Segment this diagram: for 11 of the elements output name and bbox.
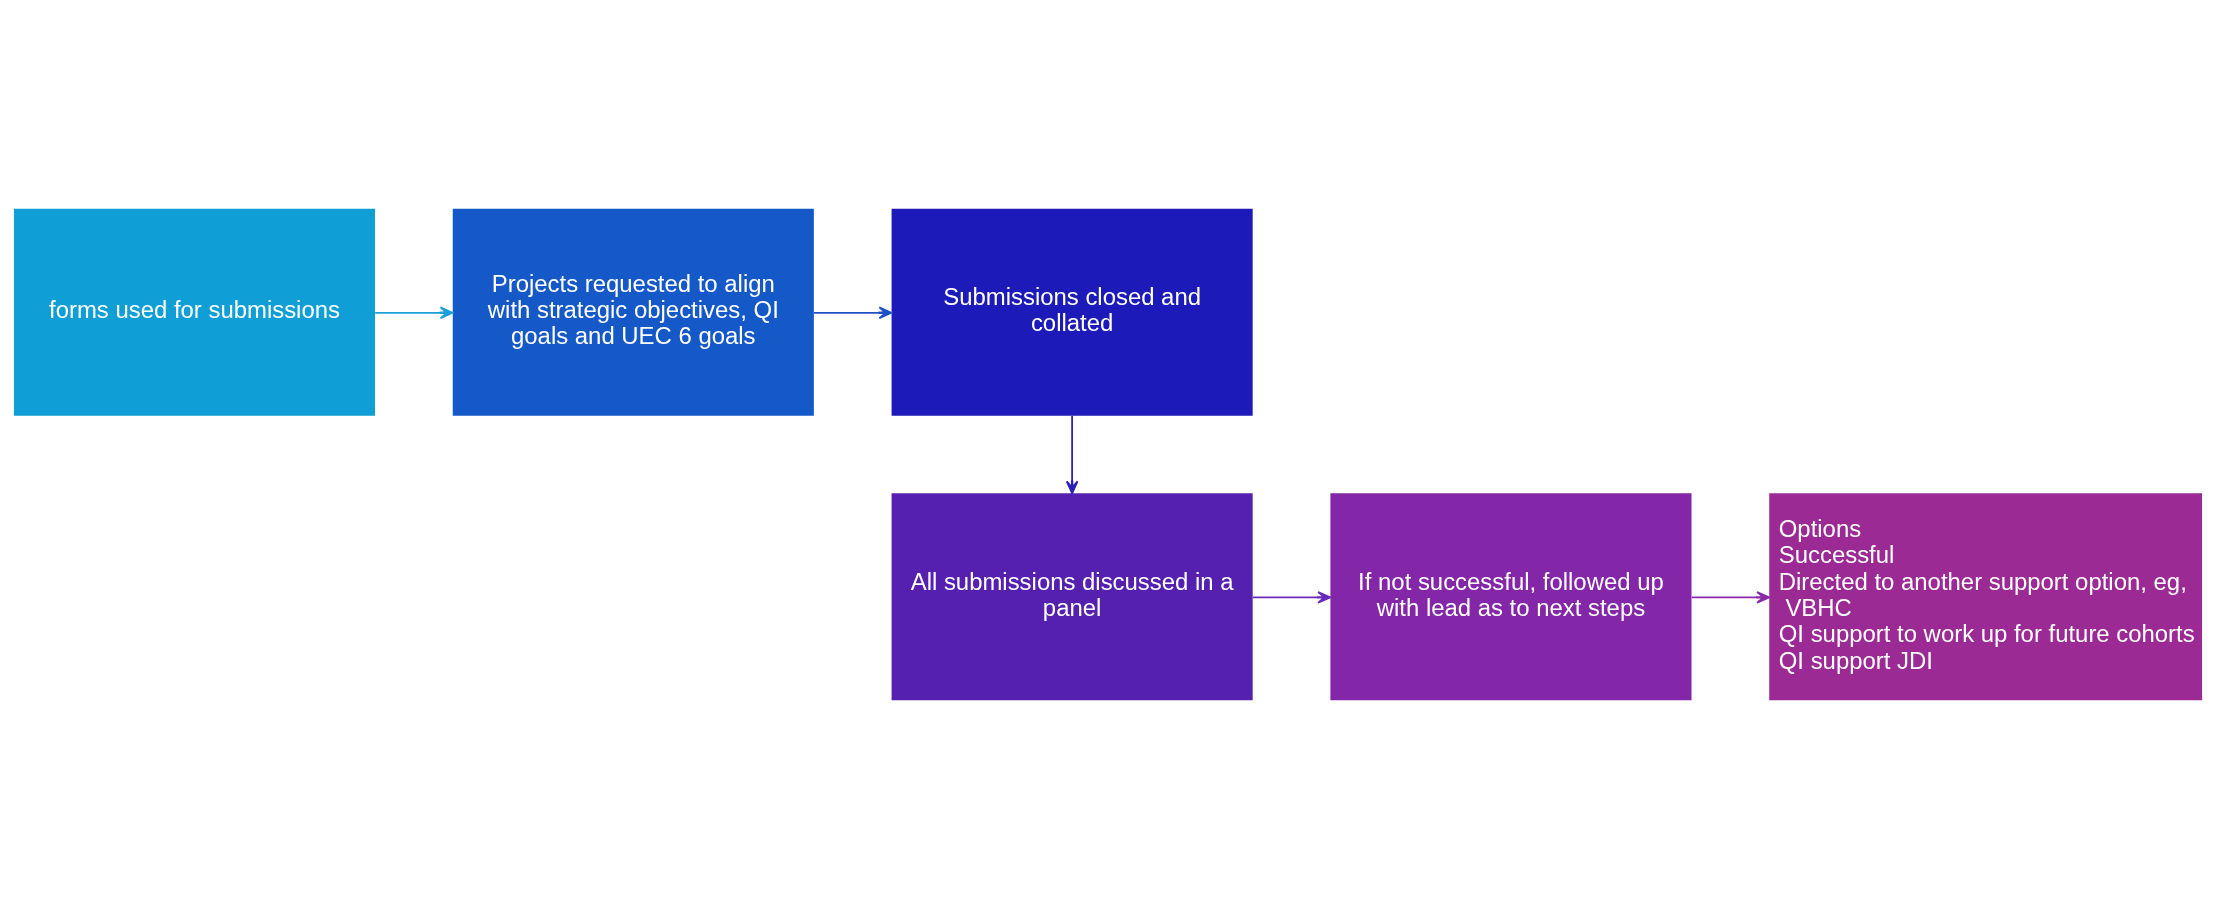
node-box: If not successful, followed up with lead as to next steps [1330, 492, 1692, 700]
arrow [1251, 590, 1331, 604]
arrow [813, 306, 893, 319]
node-box: Options Successful Directed to another support option, eg, VBHC QI support to work up for future cohorts QI support JDI [1769, 492, 2203, 700]
arrow [1065, 414, 1079, 494]
node-box: Submissions closed and collated [891, 208, 1253, 416]
node-box: All submissions discussed in a panel [891, 492, 1253, 700]
node-box: forms used for submissions [13, 208, 376, 416]
node-box: Projects requested to align with strategic objectives, QI goals and UEC 6 goals [452, 208, 814, 416]
arrow [374, 306, 454, 319]
arrow [1690, 590, 1770, 604]
